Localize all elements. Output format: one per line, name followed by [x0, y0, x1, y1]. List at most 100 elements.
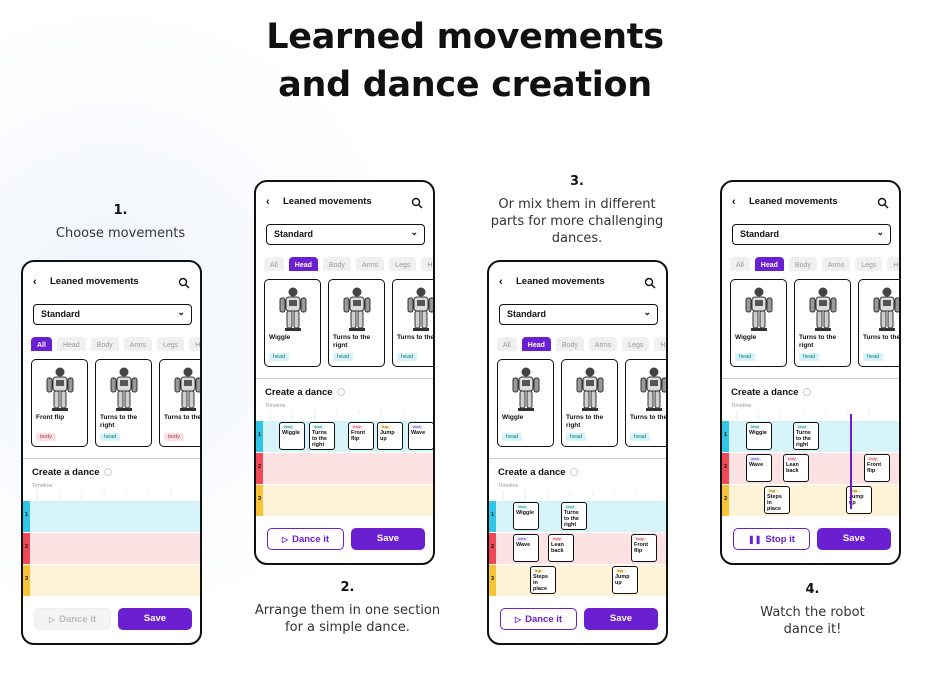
chip-legs[interactable]: Legs	[855, 257, 883, 271]
search-icon[interactable]	[877, 196, 891, 210]
timeline-lane-2[interactable]: 2	[23, 533, 200, 564]
chip-body[interactable]: Body	[322, 257, 351, 271]
category-dropdown[interactable]: Standard⌄	[732, 224, 891, 245]
category-dropdown[interactable]: Standard⌄	[266, 224, 425, 245]
block-name: Lean back	[551, 542, 564, 554]
chip-h[interactable]: H	[654, 337, 666, 351]
movement-card[interactable]: Turns to the lefthead	[392, 279, 433, 367]
back-arrow-icon[interactable]: ‹	[33, 276, 37, 288]
block-name: Jump up	[849, 494, 864, 506]
chip-head[interactable]: Head	[288, 257, 318, 271]
robot-image	[873, 287, 899, 331]
chip-all[interactable]: All	[31, 337, 52, 351]
lane-number: 3	[722, 485, 729, 516]
timeline-lane-1[interactable]: 1	[23, 501, 200, 532]
chip-head[interactable]: Head	[56, 337, 86, 351]
movement-card[interactable]: Turns to the lefthead	[858, 279, 899, 367]
movement-card[interactable]: Turns to the leftbody	[159, 359, 200, 447]
block-tag: head	[796, 425, 808, 429]
block-tag: head	[749, 425, 761, 429]
robot-image	[745, 287, 773, 331]
timeline-lane-2[interactable]: 2	[256, 453, 433, 484]
timeline-lane-3[interactable]: 3	[256, 485, 433, 516]
chip-h[interactable]: H	[887, 257, 899, 271]
info-icon[interactable]	[336, 388, 345, 397]
chip-h[interactable]: H	[421, 257, 433, 271]
chip-all[interactable]: All	[497, 337, 517, 351]
category-dropdown[interactable]: Standard⌄	[33, 304, 192, 325]
timeline-lane-3[interactable]: 3	[722, 485, 899, 516]
movement-card[interactable]: Turns to the lefthead	[625, 359, 666, 447]
divider	[256, 378, 433, 379]
dance-it-button[interactable]: ▷Dance it	[500, 608, 577, 630]
save-button[interactable]: Save	[351, 528, 425, 550]
chip-arms[interactable]: Arms	[588, 337, 618, 351]
dance-it-button[interactable]: ▷Dance it	[34, 608, 111, 630]
back-arrow-icon[interactable]: ‹	[732, 196, 736, 208]
chip-body[interactable]: Body	[788, 257, 817, 271]
info-icon[interactable]	[802, 388, 811, 397]
chip-all[interactable]: All	[730, 257, 750, 271]
block-tag: body	[867, 457, 879, 461]
chip-arms[interactable]: Arms	[355, 257, 385, 271]
step-number: 4.	[805, 582, 820, 597]
back-arrow-icon[interactable]: ‹	[499, 276, 503, 288]
chip-legs[interactable]: Legs	[157, 337, 185, 351]
info-icon[interactable]	[103, 468, 112, 477]
chip-body[interactable]: Body	[90, 337, 119, 351]
chip-arms[interactable]: Arms	[821, 257, 851, 271]
dance-it-button[interactable]: ▷Dance it	[267, 528, 344, 550]
chip-head[interactable]: Head	[754, 257, 784, 271]
chip-arms[interactable]: Arms	[123, 337, 152, 351]
chip-body[interactable]: Body	[555, 337, 584, 351]
divider	[489, 458, 666, 459]
chip-h[interactable]: H	[189, 337, 200, 351]
search-icon[interactable]	[411, 196, 425, 210]
save-button[interactable]: Save	[118, 608, 192, 630]
search-icon[interactable]	[644, 276, 658, 290]
save-button[interactable]: Save	[817, 528, 891, 550]
block-tag: arms	[749, 457, 761, 461]
stop-it-button[interactable]: ❚❚Stop it	[733, 528, 810, 550]
back-arrow-icon[interactable]: ‹	[266, 196, 270, 208]
timeline-playhead[interactable]	[850, 414, 852, 509]
save-button[interactable]: Save	[584, 608, 658, 630]
lane-number: 3	[489, 565, 496, 596]
search-icon[interactable]	[178, 276, 192, 290]
chip-legs[interactable]: Legs	[622, 337, 650, 351]
category-dropdown[interactable]: Standard⌄	[499, 304, 658, 325]
timeline-lane-3[interactable]: 3	[489, 565, 666, 596]
chip-all[interactable]: All	[264, 257, 284, 271]
timeline-lane-3[interactable]: 3	[23, 565, 200, 596]
chip-head[interactable]: Head	[521, 337, 551, 351]
info-icon[interactable]	[569, 468, 578, 477]
chip-legs[interactable]: Legs	[389, 257, 417, 271]
